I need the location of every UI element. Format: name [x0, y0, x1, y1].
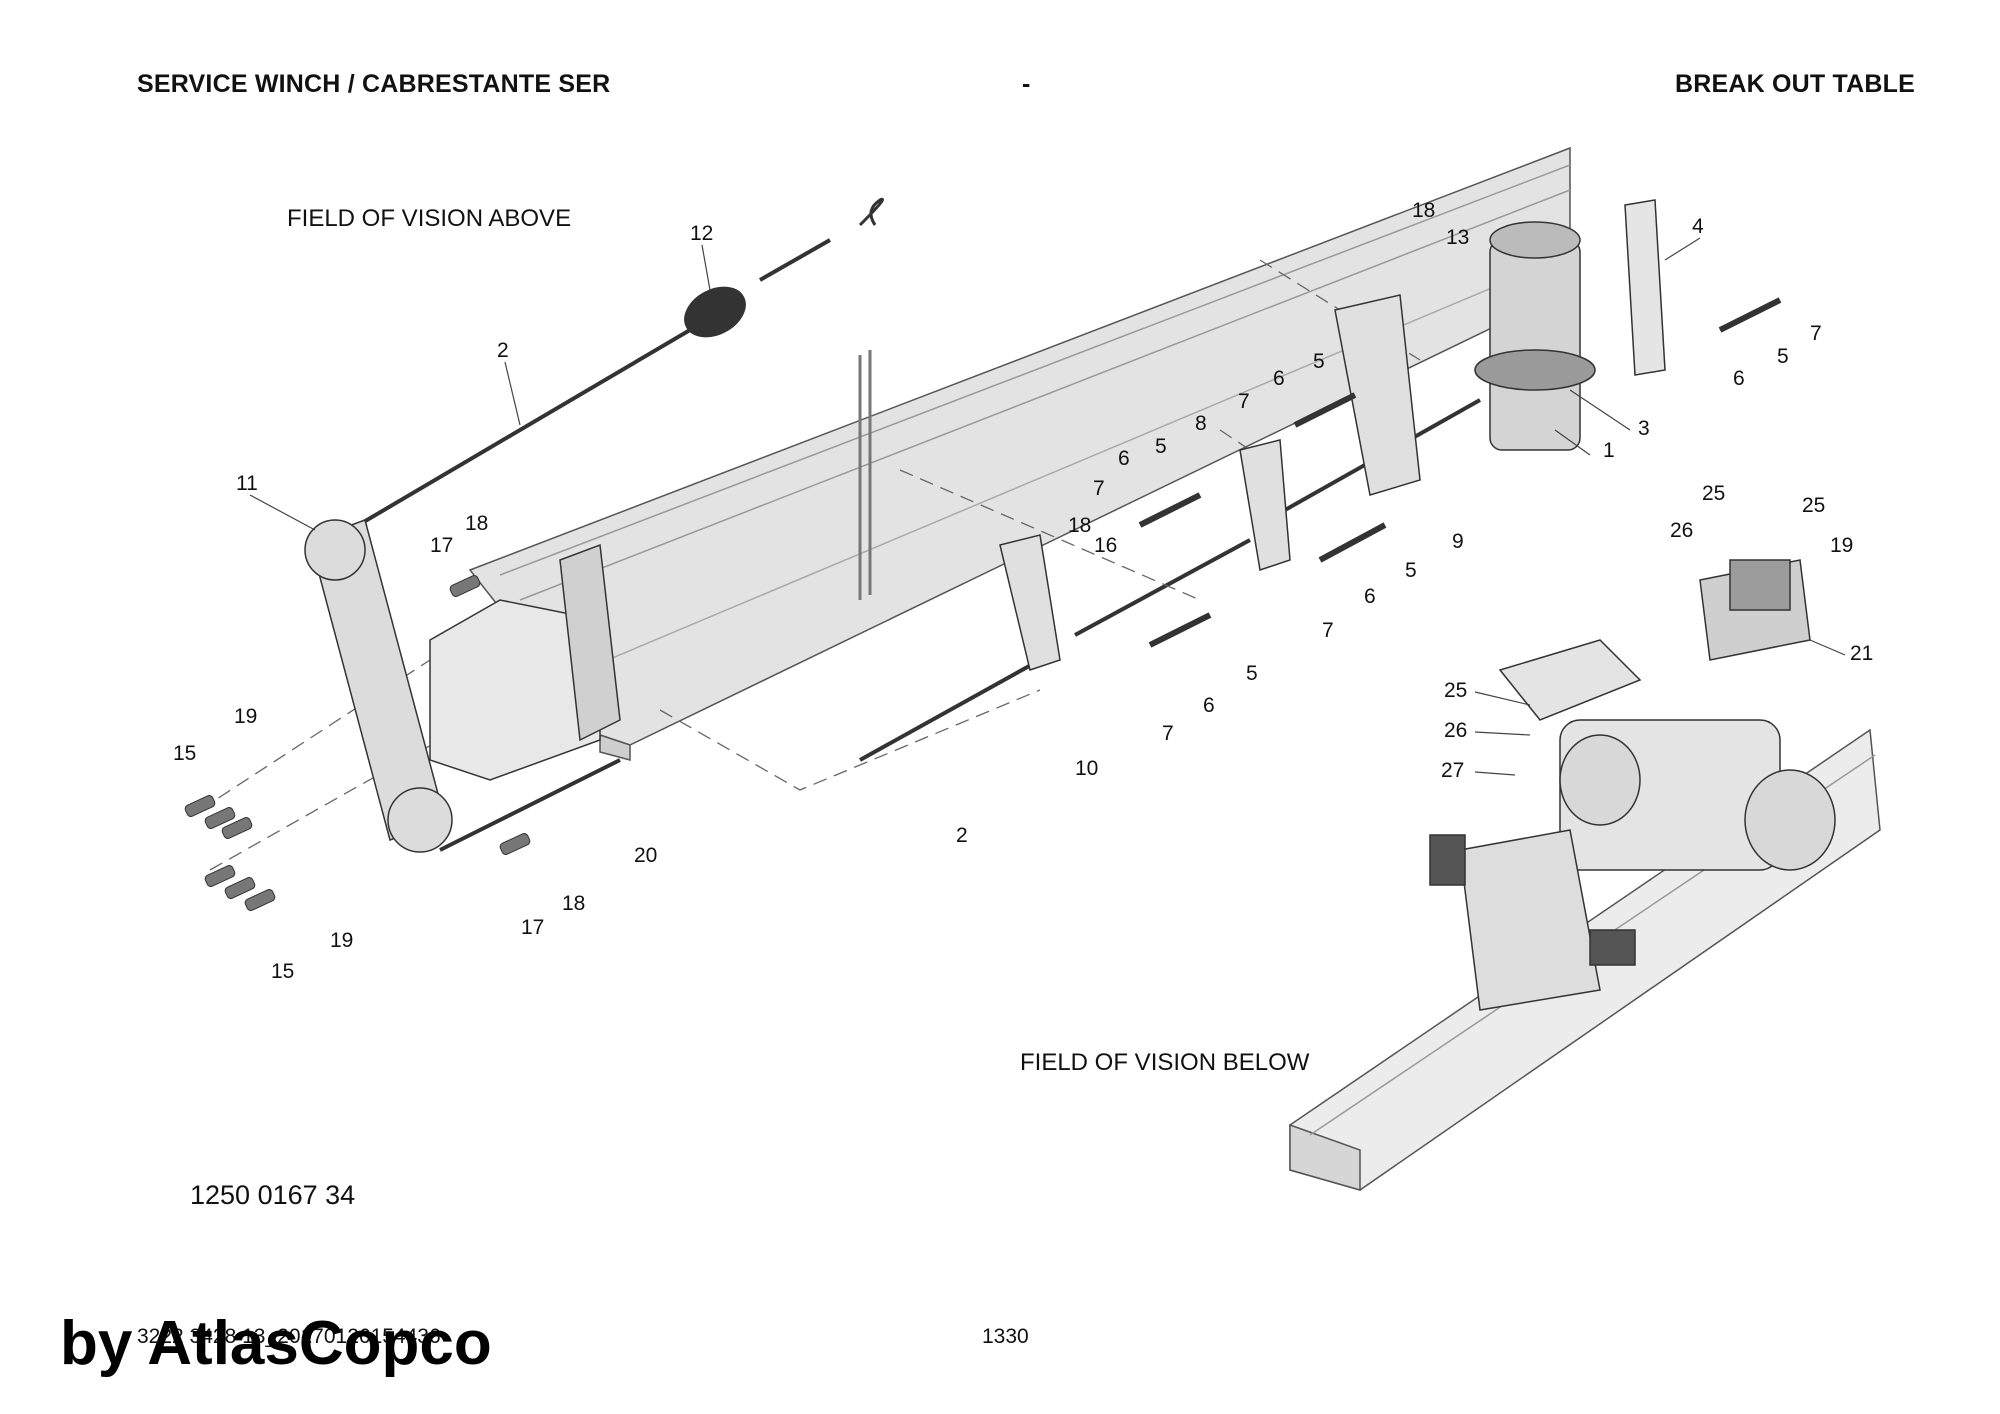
callout-label: 7	[1162, 722, 1174, 745]
callout-label: 5	[1246, 662, 1258, 685]
callout-label: 6	[1273, 367, 1285, 390]
callout-label: 17	[430, 534, 453, 557]
callout-label: 7	[1322, 619, 1334, 642]
header-title-left: SERVICE WINCH / CABRESTANTE SER	[137, 70, 611, 98]
winch-mount-bracket	[429, 543, 621, 781]
callout-label: 27	[1441, 759, 1464, 782]
callout-label: 4	[1692, 215, 1704, 238]
callout-label: 19	[330, 929, 353, 952]
callout-label: 3	[1638, 417, 1650, 440]
callout-label: 18	[465, 512, 488, 535]
view-label-below: FIELD OF VISION BELOW	[1020, 1049, 1310, 1076]
watermark: by AtlasCopco	[60, 1309, 492, 1378]
callout-label: 5	[1777, 345, 1789, 368]
header-title-right: BREAK OUT TABLE	[1674, 70, 1915, 98]
callout-label: 7	[1238, 390, 1250, 413]
callout-label: 26	[1444, 719, 1467, 742]
callout-label: 7	[1810, 322, 1822, 345]
callout-label: 18	[1412, 199, 1435, 222]
callout-label: 8	[1195, 412, 1207, 435]
callout-label: 2	[497, 339, 509, 362]
callout-label: 15	[173, 742, 196, 765]
studs	[1138, 297, 1782, 648]
callout-label: 6	[1118, 447, 1130, 470]
callout-label: 5	[1155, 435, 1167, 458]
callout-label: 5	[1313, 350, 1325, 373]
callout-label: 13	[1446, 226, 1469, 249]
callout-label: 6	[1364, 585, 1376, 608]
footer-reference: 3222 3428 13_20170126154436	[137, 1325, 441, 1348]
ball-weight-and-hook	[684, 197, 884, 338]
bolts-left	[184, 575, 531, 911]
footer-page-number: 1330	[982, 1325, 1029, 1348]
callout-label: 2	[956, 824, 968, 847]
mounting-plate	[1624, 199, 1666, 376]
sheave-arm	[304, 519, 453, 853]
callout-label: 18	[1068, 514, 1091, 537]
callout-label: 21	[1850, 642, 1873, 665]
callout-label: 20	[634, 844, 657, 867]
cable-guide-brackets	[999, 294, 1421, 671]
callout-label: 12	[690, 222, 713, 245]
drawing-number: 1250 0167 34	[190, 1180, 355, 1210]
callout-label: 25	[1802, 494, 1825, 517]
callout-label: 26	[1670, 519, 1693, 542]
callout-label: 6	[1203, 694, 1215, 717]
callout-label: 16	[1094, 534, 1117, 557]
view-label-above: FIELD OF VISION ABOVE	[287, 205, 571, 232]
callout-label: 1	[1603, 439, 1615, 462]
callout-label: 9	[1452, 530, 1464, 553]
callout-label: 15	[271, 960, 294, 983]
callout-label: 19	[234, 705, 257, 728]
callout-label: 6	[1733, 367, 1745, 390]
winch-drum	[1474, 221, 1596, 451]
valve-block	[1699, 559, 1811, 661]
header-separator: -	[1022, 70, 1031, 98]
callout-label: 17	[521, 916, 544, 939]
callout-label: 10	[1075, 757, 1098, 780]
callout-label: 18	[562, 892, 585, 915]
callout-label: 5	[1405, 559, 1417, 582]
callout-leaders	[249, 237, 1846, 776]
callout-label: 11	[236, 472, 258, 495]
callout-label: 19	[1830, 534, 1853, 557]
callout-label: 25	[1444, 679, 1467, 702]
callout-label: 25	[1702, 482, 1725, 505]
hydraulic-assembly	[1429, 639, 1836, 1011]
part-callouts: 12 2 11 17 18 19 15 19 15 17 18 20 2 10 …	[173, 199, 1873, 983]
callout-label: 7	[1093, 477, 1105, 500]
